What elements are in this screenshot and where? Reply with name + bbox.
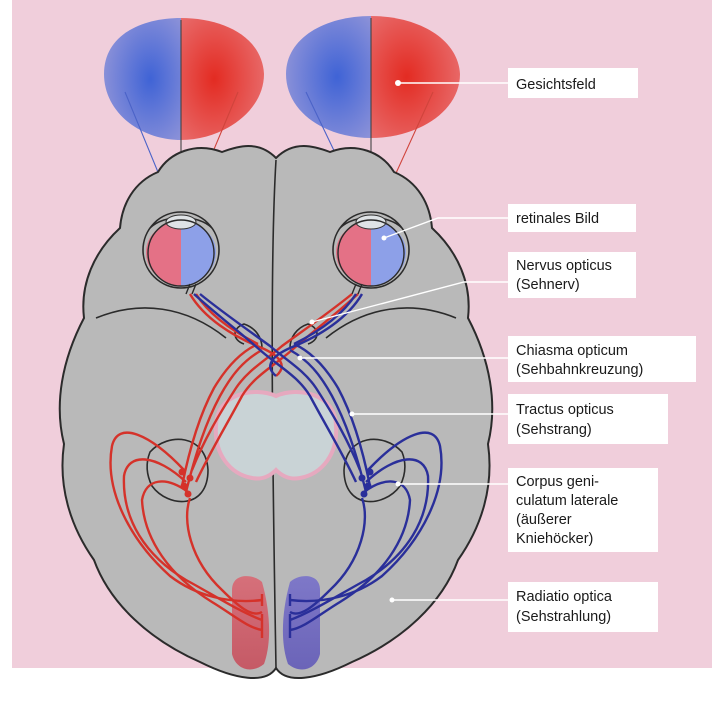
label-retinal-image-text: retinales Bild [516,211,599,227]
label-optic-chiasm-line1: Chiasma opticum [516,343,628,359]
label-optic-radiation-line2: (Sehstrahlung) [516,609,611,625]
label-retinal-image: retinales Bild [508,204,636,232]
label-optic-radiation: Radiatio optica (Sehstrahlung) [508,582,658,632]
label-optic-nerve: Nervus opticus (Sehnerv) [508,252,636,298]
label-optic-tract: Tractus opticus (Sehstrang) [508,394,668,444]
label-optic-chiasm-line2: (Sehbahnkreuzung) [516,362,643,378]
label-lgn-line4: Kniehöcker) [516,531,593,547]
label-lgn-line1: Corpus geni- [516,474,599,490]
label-visual-field: Gesichtsfeld [508,68,638,98]
label-lgn-line3: (äußerer [516,512,572,528]
label-optic-tract-line2: (Sehstrang) [516,422,592,438]
label-visual-field-text: Gesichtsfeld [516,77,596,93]
label-lgn-line2: culatum laterale [516,493,618,509]
label-optic-nerve-line1: Nervus opticus [516,258,612,274]
visual-cortex-right-field [232,576,269,669]
midbrain [216,392,336,479]
label-optic-tract-line1: Tractus opticus [516,402,614,418]
label-lgn: Corpus geni- culatum laterale (äußerer K… [508,468,658,552]
visual-cortex-left-field [283,576,320,669]
label-optic-chiasm: Chiasma opticum (Sehbahnkreuzung) [508,336,696,382]
label-optic-nerve-line2: (Sehnerv) [516,277,580,293]
label-optic-radiation-line1: Radiatio optica [516,589,613,605]
